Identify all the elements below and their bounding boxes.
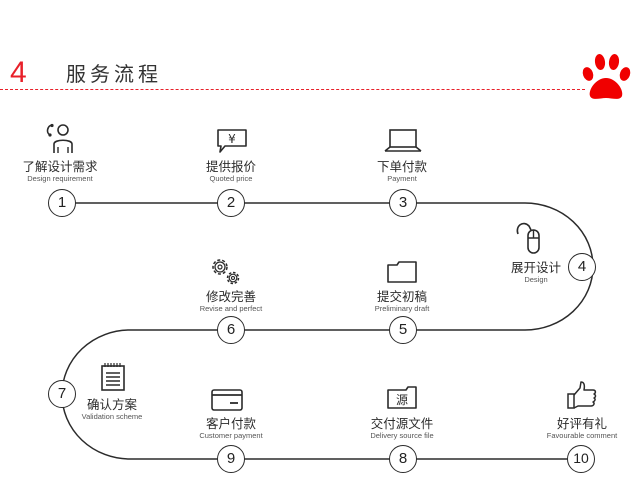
step-8-number: 8	[389, 445, 417, 473]
customer-service-icon	[46, 123, 73, 153]
header-divider	[0, 89, 585, 90]
step-subtitle: Customer payment	[199, 431, 263, 440]
svg-text:¥: ¥	[228, 132, 236, 146]
step-4-label: 展开设计 Design	[471, 260, 601, 285]
step-subtitle: Design requirement	[27, 174, 93, 183]
step-title: 提供报价	[205, 159, 256, 174]
step-7-number: 7	[48, 380, 76, 408]
step-title: 修改完善	[205, 289, 256, 304]
step-2-label: 提供报价 Quoted price	[166, 159, 296, 184]
paw-print-icon	[582, 54, 631, 99]
section-title: 服务流程	[66, 62, 162, 86]
step-6-number: 6	[217, 316, 245, 344]
thumbs-up-icon	[567, 381, 597, 409]
step-5-label: 提交初稿 Preliminary draft	[337, 289, 467, 314]
step-title: 展开设计	[510, 260, 561, 275]
step-subtitle: Delivery source file	[370, 431, 434, 440]
step-9-number: 9	[217, 445, 245, 473]
step-3-number: 3	[389, 189, 417, 217]
section-number: 4	[10, 56, 27, 89]
step-title: 好评有礼	[556, 416, 607, 431]
notepad-icon	[101, 363, 125, 391]
yen-chat-bubble-icon: ¥	[217, 129, 247, 153]
step-title: 下单付款	[376, 159, 427, 174]
svg-text:源: 源	[396, 393, 408, 407]
step-subtitle: Revise and perfect	[199, 304, 263, 313]
folder-icon	[387, 261, 417, 283]
step-5-number: 5	[389, 316, 417, 344]
step-title: 交付源文件	[370, 416, 434, 431]
step-2-number: 2	[217, 189, 245, 217]
step-title: 了解设计需求	[22, 159, 98, 174]
step-10-number: 10	[567, 445, 595, 473]
step-7-label: 确认方案 Validation scheme	[47, 397, 177, 422]
step-4-number: 4	[568, 253, 596, 281]
source-file-icon: 源	[387, 386, 417, 409]
step-9-label: 客户付款 Customer payment	[166, 416, 296, 441]
flow-line	[61, 202, 594, 460]
step-subtitle: Preliminary draft	[374, 304, 430, 313]
step-title: 提交初稿	[376, 289, 427, 304]
laptop-icon	[384, 129, 422, 152]
step-10-label: 好评有礼 Favourable comment	[517, 416, 640, 441]
step-1-number: 1	[48, 189, 76, 217]
step-subtitle: Payment	[387, 174, 417, 183]
step-6-label: 修改完善 Revise and perfect	[166, 289, 296, 314]
step-subtitle: Design	[524, 275, 548, 284]
step-8-label: 交付源文件 Delivery source file	[337, 416, 467, 441]
step-title: 客户付款	[205, 416, 256, 431]
step-3-label: 下单付款 Payment	[337, 159, 467, 184]
credit-card-icon	[211, 389, 243, 411]
step-1-label: 了解设计需求 Design requirement	[0, 159, 125, 184]
step-subtitle: Quoted price	[209, 174, 253, 183]
step-subtitle: Favourable comment	[546, 431, 618, 440]
step-subtitle: Validation scheme	[81, 412, 143, 421]
gears-icon	[212, 259, 240, 285]
step-title: 确认方案	[86, 397, 137, 412]
mouse-icon	[516, 222, 540, 254]
